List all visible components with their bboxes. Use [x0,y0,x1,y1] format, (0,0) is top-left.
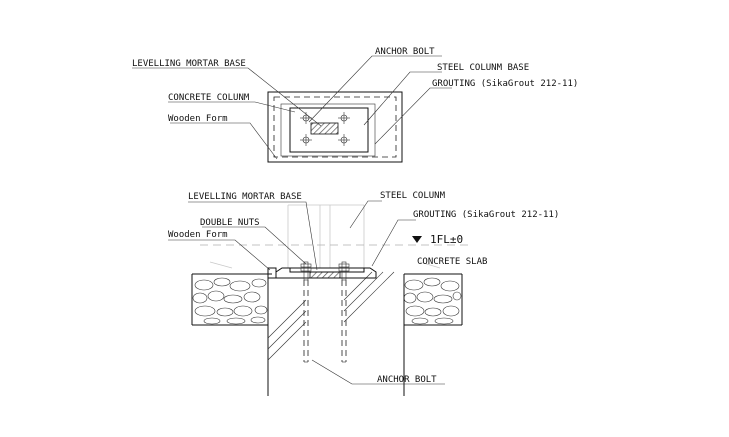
plan-wooden-form [273,96,397,158]
section-wooden-form [267,267,277,279]
gravel-fill-left [192,277,268,325]
section-label-wooden-form: Wooden Form [168,230,228,240]
section-concrete-column [267,271,405,396]
plan-view: ANCHOR BOLT LEVELLING MORTAR BASE STEEL … [132,47,578,163]
section-levelling-mortar [309,271,341,279]
section-label-concrete-slab: CONCRETE SLAB [417,257,487,267]
plan-anchor-bolts [300,112,350,146]
plan-steel-column-base [289,107,369,153]
plan-label-wooden-form: Wooden Form [168,114,228,124]
section-label-grouting: GROUTING (SikaGrout 212-11) [413,210,559,220]
plan-grouting [280,103,376,157]
plan-label-anchor-bolt: ANCHOR BOLT [375,47,435,57]
section-leaders [168,200,445,385]
gravel-fill-right [403,277,462,325]
section-anchor-bolts [300,261,350,363]
plan-label-steel-column-base: STEEL COLUNM BASE [437,63,529,73]
floor-level-label: 1FL±0 [430,233,463,246]
section-view: 1FL±0 [168,191,559,396]
plan-levelling-mortar [310,122,339,135]
section-label-levelling-mortar: LEVELLING MORTAR BASE [188,192,302,202]
section-label-anchor-bolt: ANCHOR BOLT [377,375,437,385]
plan-concrete-column [267,91,403,163]
section-label-double-nuts: DOUBLE NUTS [200,218,260,228]
plan-label-levelling-mortar: LEVELLING MORTAR BASE [132,59,246,69]
section-label-steel-column: STEEL COLUNM [380,191,446,201]
double-nut-icon [300,263,312,268]
floor-level-marker-icon [412,236,422,243]
plan-label-grouting: GROUTING (SikaGrout 212-11) [432,79,578,89]
section-steel-column-ghost [209,204,441,269]
plan-label-concrete-column: CONCRETE COLUNM [168,93,250,103]
plan-leaders [132,55,452,160]
double-nut-icon [338,263,350,268]
